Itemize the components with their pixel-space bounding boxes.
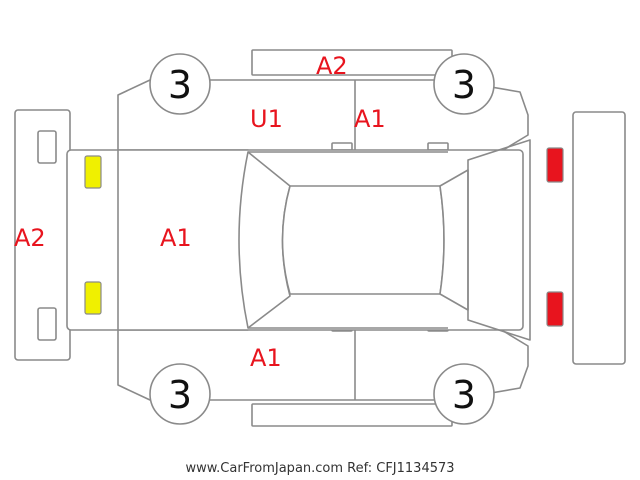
front-light-upper	[84, 155, 102, 189]
wheel-rear-right-label: 3	[452, 373, 476, 417]
wheel-front-left-label: 3	[168, 63, 192, 107]
reference-footer: www.CarFromJapan.com Ref: CFJ1134573	[185, 461, 454, 476]
rear-light-upper	[546, 147, 564, 183]
mark-hood: A1	[160, 224, 192, 252]
wheel-front-right-label: 3	[168, 373, 192, 417]
top-view-body	[66, 139, 531, 341]
wheel-rear-left-label: 3	[452, 63, 476, 107]
rear-lights	[546, 147, 564, 327]
mark-left-front-door: U1	[250, 105, 283, 133]
wheel-front-right: 3	[149, 363, 211, 425]
mark-right-front-door: A1	[250, 344, 282, 372]
mark-front-bumper: A2	[14, 224, 46, 252]
front-light-lower	[84, 281, 102, 315]
wheel-rear-left: 3	[433, 53, 495, 115]
mark-roof-top: A2	[316, 52, 348, 80]
wheel-rear-right: 3	[433, 363, 495, 425]
wheel-front-left: 3	[149, 53, 211, 115]
front-lights	[84, 155, 102, 315]
rear-bumper	[572, 111, 626, 365]
mark-left-rear-door: A1	[354, 105, 386, 133]
rear-light-lower	[546, 291, 564, 327]
